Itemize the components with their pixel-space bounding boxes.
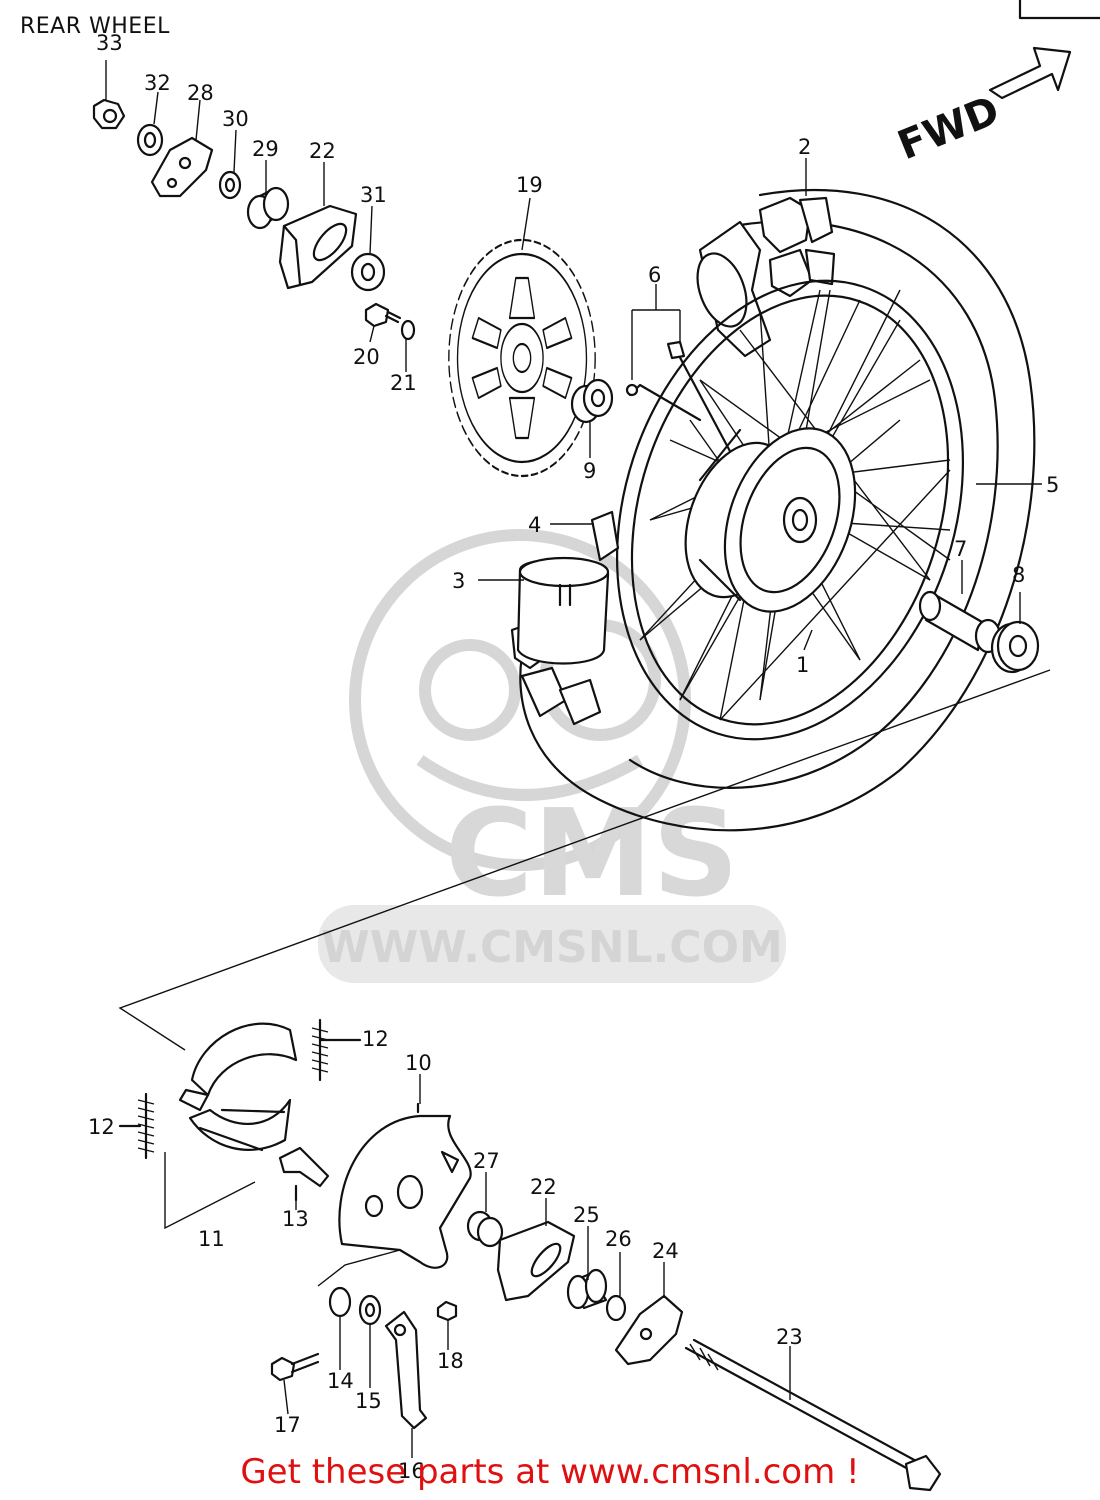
label-13: 13 — [282, 1207, 309, 1231]
assembly-guide-line-3 — [317, 1249, 401, 1287]
label-5: 5 — [1046, 473, 1059, 497]
assembly-guide-line-1 — [429, 669, 1051, 896]
part-15-washer — [358, 1294, 382, 1326]
label-25: 25 — [573, 1203, 600, 1227]
fwd-label: FWD — [892, 87, 1006, 169]
label-4: 4 — [528, 513, 541, 537]
part-33-nut — [92, 98, 126, 130]
part-17-bolt — [270, 1352, 320, 1382]
label-27: 27 — [473, 1149, 500, 1173]
label-12-lower: 12 — [88, 1115, 115, 1139]
part-1-hub — [684, 427, 857, 613]
label-12-upper: 12 — [362, 1027, 389, 1051]
part-22-chain-adjuster-lower — [496, 1220, 576, 1302]
part-19-sprocket — [448, 238, 596, 478]
part-29-spacer — [246, 186, 290, 230]
leader-lines — [105, 60, 1042, 1458]
label-10: 10 — [405, 1051, 432, 1075]
label-11: 11 — [198, 1227, 225, 1251]
part-9-spacer — [570, 378, 614, 424]
part-8-bearing — [990, 620, 1040, 674]
part-5-rim — [615, 279, 965, 741]
part-7-spacer — [918, 590, 1002, 654]
part-12-spring-lower — [118, 1092, 155, 1160]
assembly-guide-line-2 — [118, 894, 431, 1051]
part-14-o-ring — [328, 1286, 352, 1318]
label-1: 1 — [796, 653, 809, 677]
label-20: 20 — [353, 345, 380, 369]
cms-watermark: CMS WWW.CMSNL.COM — [318, 529, 786, 983]
label-21: 21 — [390, 371, 417, 395]
bracket-11 — [164, 1152, 256, 1230]
watermark-url: WWW.CMSNL.COM — [321, 922, 783, 973]
rear-wheel-assembly — [510, 188, 1036, 832]
forward-direction-indicator: FWD — [892, 46, 1072, 169]
part-24-adjuster-plate — [614, 1294, 684, 1366]
part-28-adjuster-plate — [150, 136, 214, 198]
label-15: 15 — [355, 1389, 382, 1413]
part-10-brake-panel — [338, 1102, 472, 1269]
part-2-tire — [510, 188, 1036, 832]
part-18-nut — [436, 1300, 458, 1322]
label-19: 19 — [516, 173, 543, 197]
page-title: REAR WHEEL — [20, 14, 170, 39]
label-17: 17 — [274, 1413, 301, 1437]
label-29: 29 — [252, 137, 279, 161]
label-32: 32 — [144, 71, 171, 95]
label-28: 28 — [187, 81, 214, 105]
parts-link-banner[interactable]: Get these parts at www.cmsnl.com ! — [240, 1452, 860, 1492]
part-26-washer — [605, 1294, 627, 1322]
part-30-washer — [218, 170, 242, 200]
part-23-axle — [684, 1338, 942, 1492]
label-26: 26 — [605, 1227, 632, 1251]
fwd-arrow-icon — [988, 46, 1072, 100]
label-31: 31 — [360, 183, 387, 207]
part-20-bolt — [364, 302, 402, 328]
label-18: 18 — [437, 1349, 464, 1373]
part-27-collar — [466, 1210, 504, 1248]
part-number-labels: 33 32 28 30 29 22 31 20 21 19 9 2 6 4 3 … — [88, 31, 1059, 1483]
part-31-washer — [350, 252, 386, 292]
part-25-spacer — [566, 1268, 608, 1310]
part-4-rim-band — [590, 510, 620, 562]
label-9: 9 — [583, 459, 596, 483]
part-13-brake-cam — [278, 1146, 330, 1202]
label-8: 8 — [1012, 563, 1025, 587]
watermark-brand: CMS — [445, 785, 739, 924]
label-14: 14 — [327, 1369, 354, 1393]
axle-left-parts — [92, 98, 416, 341]
page-corner-frame — [1018, 0, 1100, 20]
part-21-washer — [400, 319, 416, 341]
label-22-lower: 22 — [530, 1175, 557, 1199]
label-2: 2 — [798, 135, 811, 159]
label-3: 3 — [452, 569, 465, 593]
part-22-chain-adjuster — [278, 204, 358, 290]
part-16-brake-cam-lever — [384, 1310, 428, 1430]
label-23: 23 — [776, 1325, 803, 1349]
part-12-spring-upper — [311, 1018, 362, 1082]
label-30: 30 — [222, 107, 249, 131]
label-16: 16 — [398, 1459, 425, 1483]
label-22-upper: 22 — [309, 139, 336, 163]
part-3-inner-tube — [516, 556, 610, 665]
label-6: 6 — [648, 263, 661, 287]
label-33: 33 — [96, 31, 123, 55]
part-6-spoke-set — [625, 340, 742, 472]
part-32-washer — [136, 123, 164, 157]
label-24: 24 — [652, 1239, 679, 1263]
part-11-brake-shoe-set — [164, 1022, 298, 1230]
label-7: 7 — [954, 537, 967, 561]
